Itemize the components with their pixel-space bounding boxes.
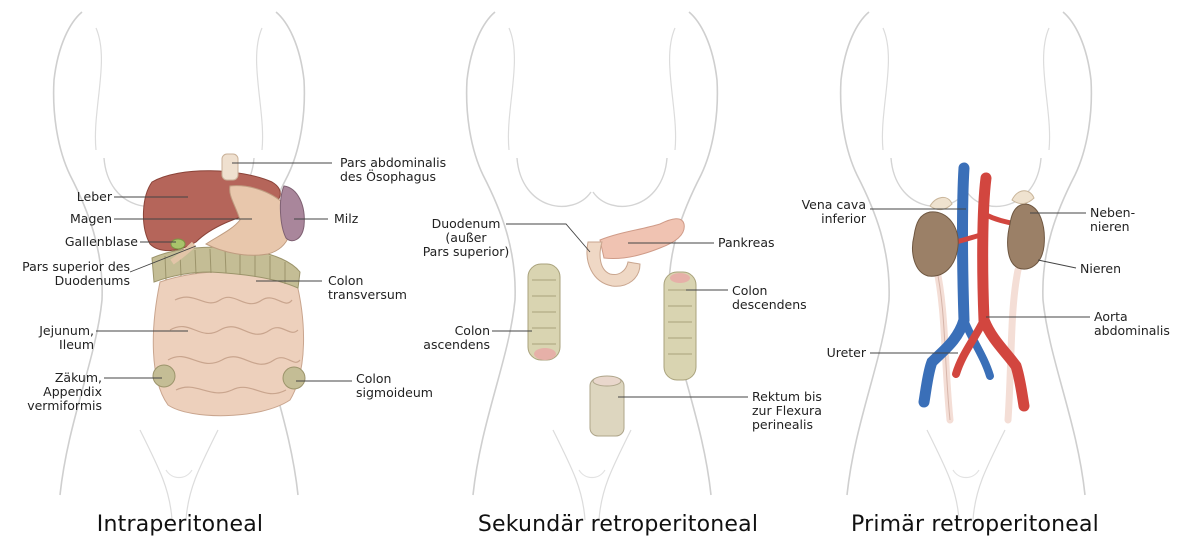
label-line: Pars superior) (412, 245, 520, 259)
label-pars-superior: Pars superior des Duodenums (4, 260, 130, 288)
label-colon-sigmoideum: Colon sigmoideum (356, 372, 433, 400)
primary-retroperitoneal-organs (913, 168, 1045, 420)
label-leber: Leber (52, 190, 112, 204)
label-gallenblase: Gallenblase (20, 235, 138, 249)
label-line: Jejunum, (20, 324, 94, 338)
label-line: Duodenum (412, 217, 520, 231)
label-line: (außer (412, 231, 520, 245)
label-line: Leber (52, 190, 112, 204)
label-pankreas: Pankreas (718, 236, 775, 250)
label-nieren: Nieren (1080, 262, 1121, 276)
label-line: ascendens (414, 338, 490, 352)
adrenal-left (930, 197, 952, 209)
label-line: Pars abdominalis (340, 156, 446, 170)
label-line: perinealis (752, 418, 822, 432)
label-rektum: Rektum bis zur Flexura perinealis (752, 390, 822, 432)
secondary-retroperitoneal-organs (528, 219, 696, 436)
label-line: Gallenblase (20, 235, 138, 249)
caption-intraperitoneal: Intraperitoneal (97, 512, 263, 537)
caption-primaer-retroperitoneal: Primär retroperitoneal (851, 512, 1099, 537)
label-line: Ileum (20, 338, 94, 352)
label-line: Neben- (1090, 206, 1135, 220)
kidney-right (1008, 204, 1045, 269)
label-zaekum: Zäkum, Appendix vermiformis (14, 371, 102, 413)
label-line: sigmoideum (356, 386, 433, 400)
label-line: Colon (356, 372, 433, 386)
label-jejunum: Jejunum, Ileum (20, 324, 94, 352)
caecum (153, 365, 175, 387)
label-colon-transversum: Colon transversum (328, 274, 407, 302)
sigmoid-colon (283, 367, 305, 389)
label-ureter: Ureter (800, 346, 866, 360)
label-line: Colon (414, 324, 490, 338)
label-vena-cava: Vena cava inferior (790, 198, 866, 226)
label-line: Colon (328, 274, 407, 288)
adrenal-right (1012, 191, 1034, 204)
label-line: Colon (732, 284, 807, 298)
label-line: Pankreas (718, 236, 775, 250)
rectum (590, 378, 624, 436)
small-intestine (153, 271, 303, 415)
label-colon-descendens: Colon descendens (732, 284, 807, 312)
esophagus (222, 154, 238, 180)
intraperitoneal-organs (143, 154, 305, 416)
kidney-left (913, 212, 959, 276)
label-line: Aorta (1094, 310, 1170, 324)
label-duodenum: Duodenum (außer Pars superior) (412, 217, 520, 259)
gallbladder (171, 239, 185, 249)
label-line: descendens (732, 298, 807, 312)
pancreas (600, 219, 684, 259)
label-line: Ureter (800, 346, 866, 360)
label-line: Zäkum, (14, 371, 102, 385)
label-line: Pars superior des (4, 260, 130, 274)
label-magen: Magen (48, 212, 112, 226)
label-line: Vena cava (790, 198, 866, 212)
label-line: vermiformis (14, 399, 102, 413)
label-line: des Ösophagus (340, 170, 446, 184)
label-pars-abdominalis: Pars abdominalis des Ösophagus (340, 156, 446, 184)
label-line: transversum (328, 288, 407, 302)
ureter-right (1008, 270, 1018, 420)
label-nebennieren: Neben- nieren (1090, 206, 1135, 234)
colon-descendens (664, 272, 696, 380)
label-line: abdominalis (1094, 324, 1170, 338)
label-milz: Milz (334, 212, 358, 226)
caption-sekundaer-retroperitoneal: Sekundär retroperitoneal (478, 512, 758, 537)
label-line: zur Flexura (752, 404, 822, 418)
label-line: Rektum bis (752, 390, 822, 404)
label-line: nieren (1090, 220, 1135, 234)
label-line: Magen (48, 212, 112, 226)
label-line: inferior (790, 212, 866, 226)
label-aorta: Aorta abdominalis (1094, 310, 1170, 338)
label-colon-ascendens: Colon ascendens (414, 324, 490, 352)
spleen (280, 186, 304, 241)
label-line: Milz (334, 212, 358, 226)
label-line: Appendix (14, 385, 102, 399)
label-line: Nieren (1080, 262, 1121, 276)
label-line: Duodenums (4, 274, 130, 288)
